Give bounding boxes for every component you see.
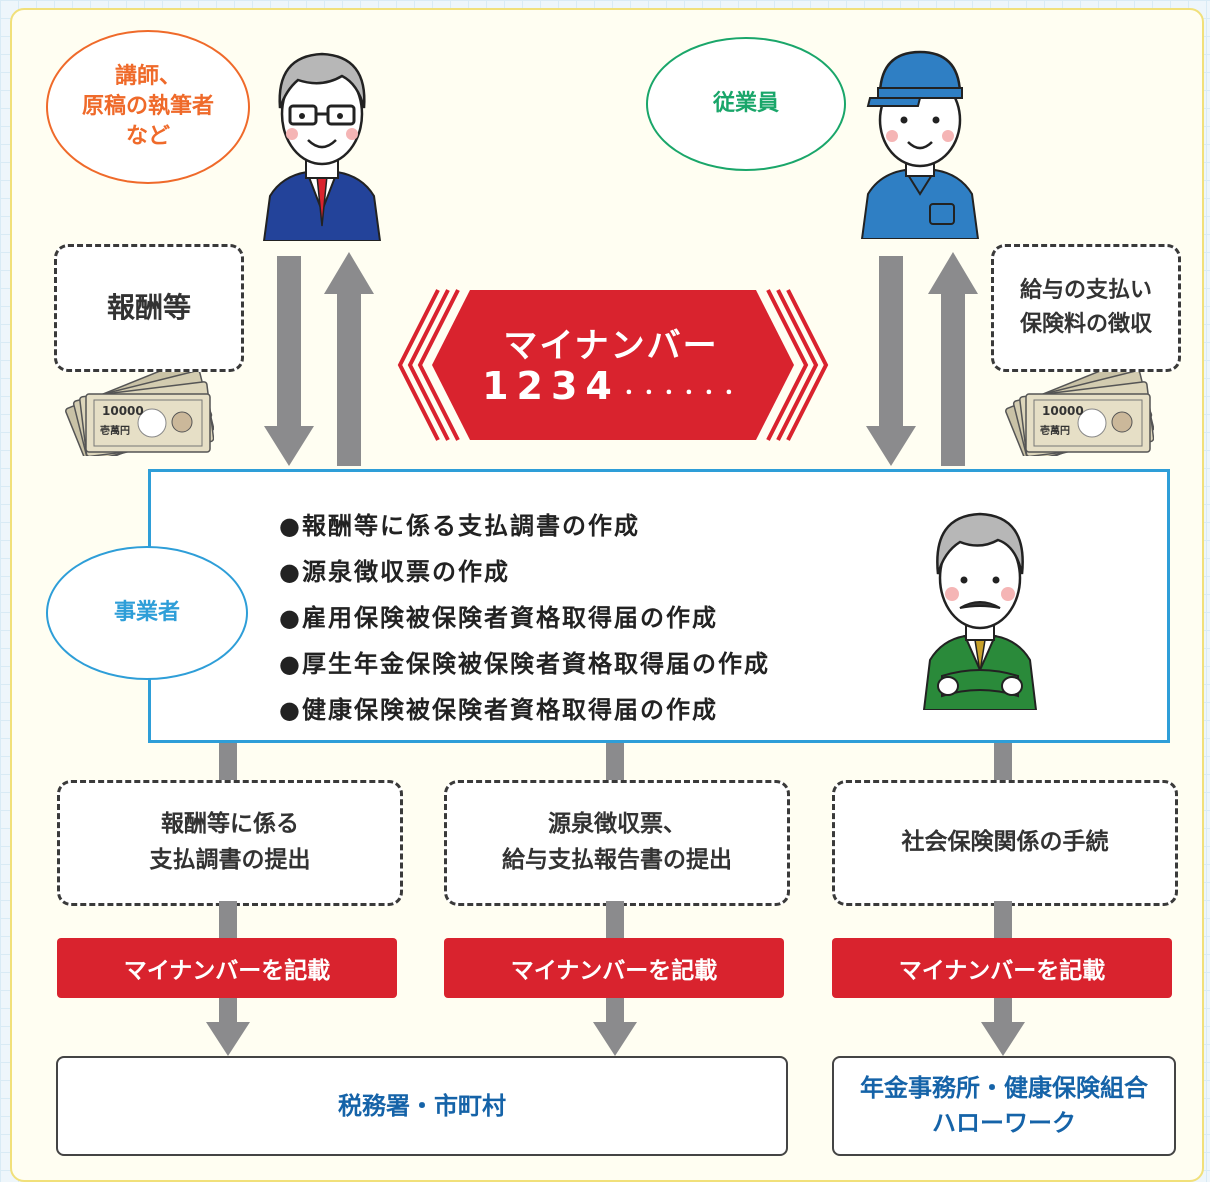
submission-box-withholding: 源泉徴収票、 給与支払報告書の提出: [444, 780, 790, 906]
remuneration-box: 報酬等: [54, 244, 244, 372]
employee-illustration: [860, 50, 980, 239]
submission-box-remuneration: 報酬等に係る 支払調書の提出: [57, 780, 403, 906]
money-bills-icon: 10000 壱萬円: [1005, 372, 1154, 456]
money-bills-icon: 10000 壱萬円: [65, 372, 214, 456]
lecturer-oval: 講師、 原稿の執筆者 など: [46, 30, 250, 184]
arrow-down-icon: [593, 998, 637, 1056]
salary-box: 給与の支払い 保険料の徴収: [991, 244, 1181, 372]
task-item: ●健康保険被保険者資格取得届の作成: [279, 696, 718, 724]
banner-number: 1234: [482, 364, 620, 408]
mynumber-banner: [397, 289, 829, 441]
arrow-down-icon: [206, 998, 250, 1056]
employee-oval: 従業員: [646, 37, 846, 171]
mynumber-tag: マイナンバーを記載: [57, 938, 397, 998]
bill-name-text: 壱萬円: [1040, 424, 1070, 437]
bill-amount-text: 10000: [102, 404, 144, 418]
banner-dots: ・・・・・・: [619, 383, 740, 404]
bill-amount-text: 10000: [1042, 404, 1084, 418]
lecturer-illustration: [262, 52, 382, 241]
connector-line: [994, 901, 1012, 939]
business-owner-illustration: [922, 512, 1038, 710]
arrow-down-icon: [264, 256, 314, 466]
banner-number-row: 1234・・・・・・: [430, 364, 792, 408]
task-item: ●報酬等に係る支払調書の作成: [279, 512, 640, 540]
arrow-down-icon: [981, 998, 1025, 1056]
connector-line: [219, 742, 237, 780]
arrow-up-icon: [928, 252, 978, 466]
connector-line: [219, 901, 237, 939]
mynumber-tag: マイナンバーを記載: [832, 938, 1172, 998]
mynumber-tag: マイナンバーを記載: [444, 938, 784, 998]
connector-line: [994, 742, 1012, 780]
connector-line: [606, 742, 624, 780]
task-item: ●雇用保険被保険者資格取得届の作成: [279, 604, 718, 632]
arrow-up-icon: [324, 252, 374, 466]
bill-name-text: 壱萬円: [100, 424, 130, 437]
connector-line: [606, 901, 624, 939]
task-item: ●厚生年金保険被保険者資格取得届の作成: [279, 650, 770, 678]
task-item: ●源泉徴収票の作成: [279, 558, 510, 586]
destination-social-insurance: 年金事務所・健康保険組合 ハローワーク: [832, 1056, 1176, 1156]
arrow-down-icon: [866, 256, 916, 466]
destination-tax-office: 税務署・市町村: [56, 1056, 788, 1156]
business-oval: 事業者: [46, 546, 248, 680]
banner-title: マイナンバー: [503, 326, 719, 366]
submission-box-social-insurance: 社会保険関係の手続: [832, 780, 1178, 906]
